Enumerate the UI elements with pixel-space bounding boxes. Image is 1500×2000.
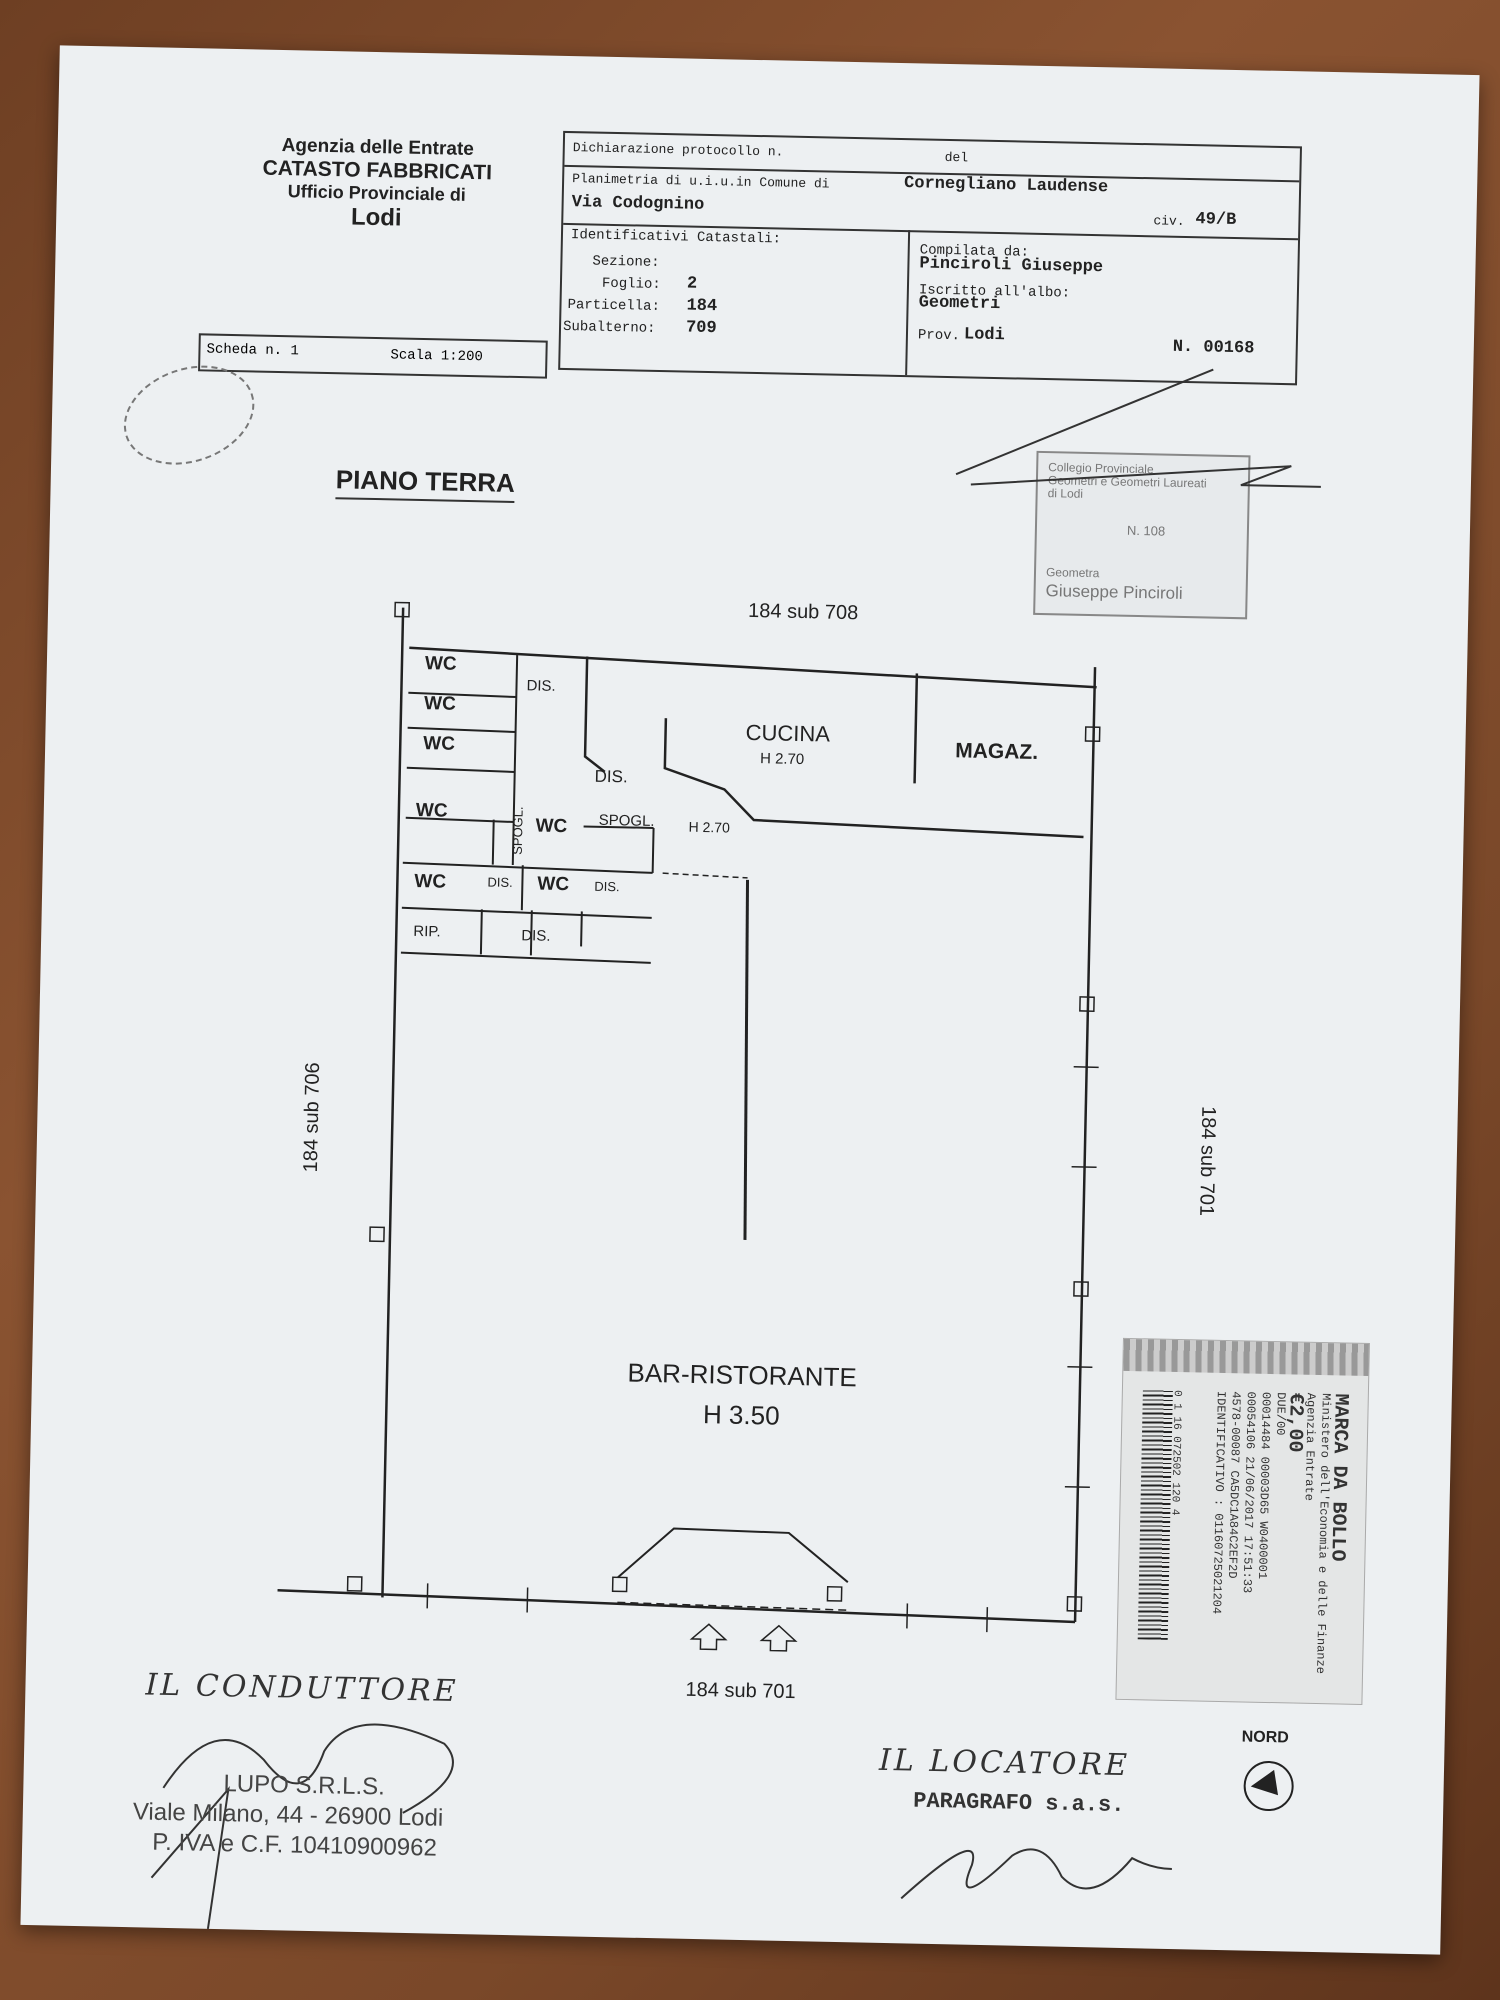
- room-dis-4: DIS.: [594, 878, 620, 895]
- marca-strip: [1123, 1338, 1369, 1377]
- room-spogl-2: SPOGL.: [598, 811, 655, 830]
- locatore-name: PARAGRAFO s.a.s.: [912, 1788, 1125, 1819]
- room-spogl-1: SPOGL.: [509, 806, 526, 855]
- east-neighbor: 184 sub 701: [1195, 1105, 1220, 1217]
- room-rip: RIP.: [413, 922, 441, 941]
- plan-title: PIANO TERRA: [335, 464, 516, 503]
- room-wc-2: WC: [423, 693, 457, 715]
- room-cucina: CUCINA: [745, 719, 831, 747]
- column: [1079, 996, 1095, 1012]
- locatore-signature: [900, 1848, 1172, 1900]
- column: [1084, 726, 1101, 743]
- magaz-wall: [913, 673, 919, 784]
- north-label: NORD: [1241, 1728, 1289, 1747]
- room-wc-1: WC: [424, 653, 457, 675]
- room-dis-5: DIS.: [521, 927, 551, 945]
- column: [346, 1575, 363, 1592]
- room-h270: H 2.70: [688, 818, 731, 836]
- column: [826, 1585, 843, 1602]
- service-partitions: [479, 655, 583, 956]
- dashed-opening: [662, 872, 748, 879]
- column: [1073, 1281, 1089, 1297]
- conduttore-label: IL CONDUTTORE: [145, 1667, 459, 1710]
- bar-height: H 3.50: [702, 1399, 780, 1431]
- column: [1066, 1596, 1083, 1612]
- column: [611, 1576, 628, 1593]
- kitchen-wall-west: [583, 656, 606, 773]
- service-walls: [400, 691, 653, 964]
- conduttore-signature-stroke: [150, 1786, 230, 1949]
- locatore-label: IL LOCATORE: [878, 1742, 1131, 1784]
- room-dis-2: DIS.: [594, 766, 628, 787]
- room-wc-6: WC: [414, 870, 447, 893]
- window-ticks-east: [1064, 1066, 1099, 1488]
- room-wc-4: WC: [415, 799, 448, 822]
- room-wc-5: WC: [535, 815, 568, 838]
- conduttore-stamp: LUPO S.R.L.S. Viale Milano, 44 - 26900 L…: [132, 1767, 444, 1863]
- cadastral-sheet: Agenzia delle Entrate CATASTO FABBRICATI…: [20, 45, 1480, 1955]
- wall-south: [277, 1588, 1076, 1624]
- room-magazzino: MAGAZ.: [955, 739, 1039, 764]
- wall-west: [381, 607, 405, 1598]
- wall-north: [409, 646, 1097, 689]
- room-wc-7: WC: [537, 873, 570, 896]
- room-dis-3: DIS.: [487, 874, 513, 891]
- bar-name: BAR-RISTORANTE: [627, 1357, 858, 1393]
- north-neighbor: 184 sub 708: [747, 599, 859, 625]
- floor-plan-drawing: [150, 368, 1321, 1949]
- room-bar-ristorante: BAR-RISTORANTE H 3.50: [591, 1352, 893, 1438]
- entrance-bay: [617, 1527, 849, 1583]
- room-cucina-height: H 2.70: [759, 750, 805, 769]
- marca-da-bollo: 0 1 16 072502 120 4 MARCA DA BOLLO Minis…: [1115, 1337, 1370, 1705]
- room-dis-1: DIS.: [526, 677, 556, 695]
- north-arrow-icon: [1250, 1769, 1279, 1796]
- window-ticks-south: [426, 1583, 989, 1633]
- west-neighbor: 184 sub 706: [299, 1062, 325, 1173]
- column: [394, 601, 411, 618]
- conduttore-signature: [162, 1723, 454, 1814]
- kitchen-wall-south: [663, 718, 1084, 839]
- south-neighbor: 184 sub 701: [685, 1678, 796, 1704]
- entrance-arrow-1: [689, 1623, 728, 1651]
- column: [369, 1226, 385, 1243]
- stamp-signature: [955, 368, 1321, 488]
- wall-east: [1073, 667, 1097, 1622]
- entrance-arrow-2: [759, 1624, 798, 1652]
- spogl-walls: [583, 825, 655, 873]
- room-wc-3: WC: [423, 733, 456, 755]
- bar-partition: [743, 879, 750, 1240]
